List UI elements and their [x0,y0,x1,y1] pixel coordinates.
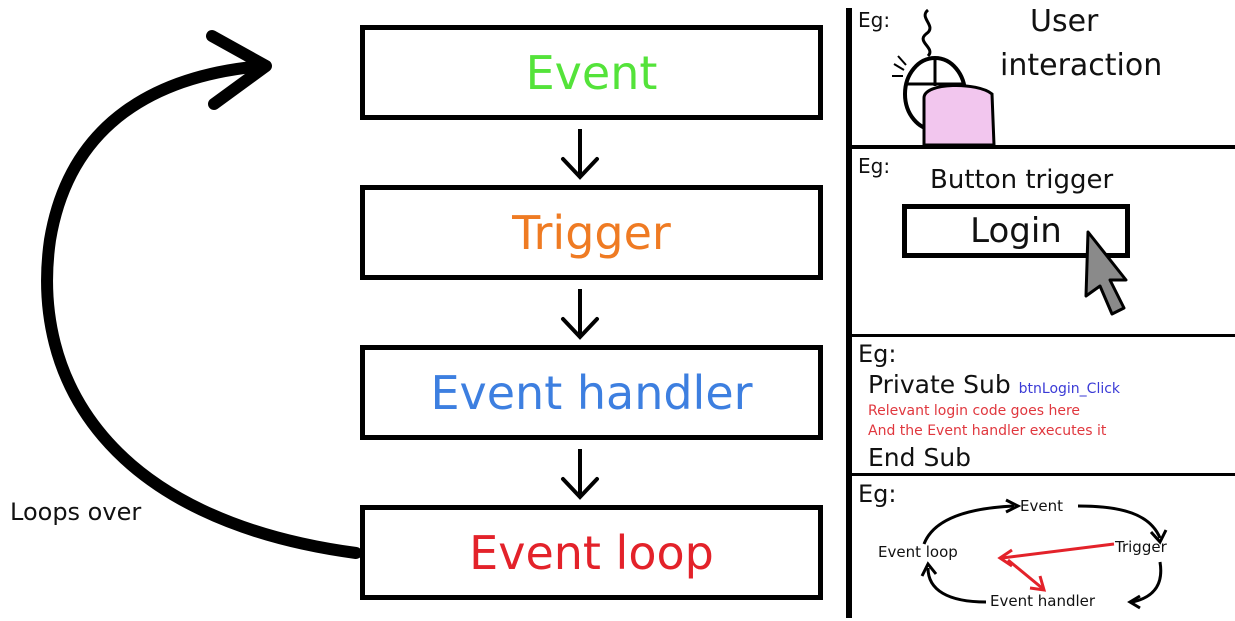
trigger-box: Trigger [360,185,823,280]
interaction-label: interaction [1000,48,1163,83]
arrow-down-icon [561,129,599,180]
code-comment-2: And the Event handler executes it [868,423,1107,439]
event-handler-box: Event handler [360,345,823,440]
panel-divider [846,8,852,618]
event-loop-box: Event loop [360,505,823,600]
cycle-event-loop: Event loop [878,543,958,561]
button-trigger-caption: Button trigger [930,165,1114,195]
handler-name: btnLogin_Click [1018,381,1121,397]
eg-label: Eg: [858,480,897,508]
loops-over-label: Loops over [10,498,142,526]
event-label: Event [525,45,658,100]
eg-label: Eg: [858,8,891,32]
login-button-demo: Login [902,204,1130,258]
user-label: User [1030,4,1099,39]
arrow-down-icon [561,449,599,500]
cursor-icon [1084,230,1128,316]
panel-divider [848,145,1235,149]
end-sub-line: End Sub [868,443,972,472]
cycle-event-handler: Event handler [990,592,1096,610]
eg-label: Eg: [858,340,897,368]
trigger-label: Trigger [512,205,671,260]
panel-divider [848,473,1235,476]
private-sub-line: Private Sub btnLogin_Click [868,370,1120,399]
cycle-event: Event [1020,497,1063,515]
code-comment-1: Relevant login code goes here [868,403,1081,419]
loop-arrow-icon [41,30,360,559]
login-label: Login [970,211,1062,251]
cycle-diagram [920,498,1168,610]
eg-label: Eg: [858,154,891,178]
private-sub-keyword: Private Sub [868,370,1011,399]
event-handler-label: Event handler [430,365,753,420]
arrow-down-icon [561,289,599,340]
cycle-trigger: Trigger [1115,538,1167,556]
event-loop-label: Event loop [469,525,714,580]
event-box: Event [360,25,823,120]
mouse-hand-icon [892,8,996,145]
panel-divider [848,334,1235,337]
